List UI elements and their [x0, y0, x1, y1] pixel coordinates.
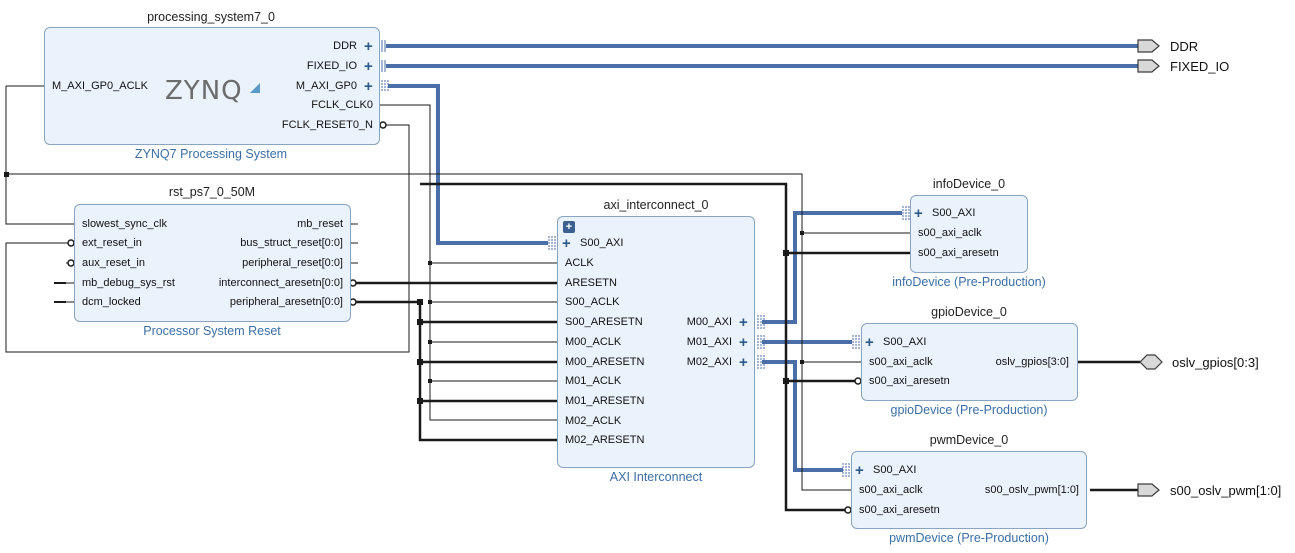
ps7-title: processing_system7_0 — [147, 10, 275, 24]
pwm-pin-s00-axi-aresetn: s00_axi_aresetn — [859, 504, 940, 516]
axi-title: axi_interconnect_0 — [603, 198, 709, 212]
rst-pin-mb-reset: mb_reset — [297, 218, 343, 230]
ps7-expand-fixed-io-icon[interactable]: + — [364, 58, 373, 75]
axi-pin-s00-aclk: S00_ACLK — [565, 296, 620, 308]
net-fclk-reset0-n — [5, 124, 410, 353]
gpio-title: gpioDevice_0 — [931, 305, 1007, 319]
ps7-pin-ddr: DDR — [333, 40, 357, 52]
rst-block[interactable] — [74, 204, 351, 322]
ps7-expand-ddr-icon[interactable]: + — [364, 38, 373, 55]
axi-pin-m00-axi: M00_AXI — [686, 316, 732, 328]
ps7-pin-fclk-clk0: FCLK_CLK0 — [311, 99, 373, 111]
info-block[interactable] — [910, 195, 1028, 273]
ps7-pin-fixed-io: FIXED_IO — [306, 60, 357, 72]
ps7-pin-m-axi-gp0-aclk: M_AXI_GP0_ACLK — [52, 80, 148, 92]
rst-pin-dcm-locked: dcm_locked — [82, 296, 141, 308]
rst-subtitle: Processor System Reset — [143, 324, 281, 338]
bus-m00-axi — [762, 211, 902, 324]
info-title: infoDevice_0 — [932, 177, 1006, 191]
axi-pin-m01-aresetn: M01_ARESETN — [565, 395, 645, 407]
pwm-pin-s00-oslv-pwm: s00_oslv_pwm[1:0] — [984, 484, 1079, 496]
junction-dots — [4, 172, 804, 404]
net-fclk-clk0 — [5, 85, 912, 491]
rst-pin-peripheral-reset: peripheral_reset[0:0] — [242, 257, 343, 269]
pwm-pin-s00-axi: S00_AXI — [873, 464, 917, 476]
axi-m02-plus-icon[interactable]: + — [739, 354, 748, 371]
pwm-pin-s00-axi-aclk: s00_axi_aclk — [859, 484, 923, 496]
axi-s00-plus-icon[interactable]: + — [562, 235, 571, 252]
gpio-pin-s00-axi: S00_AXI — [883, 336, 927, 348]
axi-pin-m02-aresetn: M02_ARESETN — [565, 434, 645, 446]
port-oslv-gpios-label: oslv_gpios[0:3] — [1172, 355, 1259, 370]
rst-pin-bus-struct-reset: bus_struct_reset[0:0] — [240, 237, 343, 249]
pwm-subtitle: pwmDevice (Pre-Production) — [889, 531, 1049, 545]
axi-expand-icon[interactable]: + — [563, 221, 575, 233]
bus-m-axi-gp0 — [388, 84, 548, 245]
gpio-s00-plus-icon[interactable]: + — [865, 334, 874, 351]
port-fixed-io-label: FIXED_IO — [1170, 59, 1230, 74]
gpio-block[interactable] — [861, 323, 1078, 401]
axi-pin-m01-axi: M01_AXI — [686, 336, 732, 348]
axi-block[interactable] — [557, 216, 755, 468]
info-s00-plus-icon[interactable]: + — [914, 205, 923, 222]
rst-pin-peripheral-aresetn: peripheral_aresetn[0:0] — [229, 296, 343, 308]
axi-m00-plus-icon[interactable]: + — [739, 314, 748, 331]
small-dash-pins — [54, 282, 66, 303]
bus-m02-axi — [762, 360, 843, 472]
axi-pin-m00-aresetn: M00_ARESETN — [565, 356, 645, 368]
axi-pin-s00-aresetn: S00_ARESETN — [565, 316, 643, 328]
rst-title: rst_ps7_0_50M — [168, 185, 256, 199]
gpio-pin-oslv-gpios: oslv_gpios[3:0] — [995, 356, 1069, 368]
rst-pin-ext-reset-in: ext_reset_in — [82, 237, 142, 249]
ps7-pin-m-axi-gp0: M_AXI_GP0 — [295, 80, 357, 92]
port-ddr-label: DDR — [1170, 39, 1199, 54]
axi-pin-aclk: ACLK — [565, 257, 594, 269]
axi-pin-m01-aclk: M01_ACLK — [565, 375, 622, 387]
port-oslv-pwm-label: s00_oslv_pwm[1:0] — [1170, 483, 1282, 498]
net-peripheral-aresetn — [355, 182, 912, 512]
ps7-block[interactable]: ZYNQ — [44, 27, 380, 145]
zynq-logo: ZYNQ — [165, 76, 243, 106]
axi-subtitle: AXI Interconnect — [609, 470, 703, 484]
pwm-title: pwmDevice_0 — [929, 433, 1009, 447]
gpio-pin-s00-axi-aresetn: s00_axi_aresetn — [869, 375, 950, 387]
rst-pin-aux-reset-in: aux_reset_in — [82, 257, 145, 269]
external-ports — [1137, 39, 1163, 497]
rst-pin-interconnect-aresetn: interconnect_aresetn[0:0] — [218, 277, 343, 289]
ps7-expand-m-axi-gp0-icon[interactable]: + — [364, 78, 373, 95]
ps7-pin-fclk-reset0-n: FCLK_RESET0_N — [281, 119, 373, 131]
axi-pin-aresetn: ARESETN — [565, 277, 617, 289]
zynq-logo-icon — [250, 83, 260, 93]
inverted-pins — [67, 121, 862, 514]
pwm-s00-plus-icon[interactable]: + — [855, 462, 864, 479]
axi-pin-s00-axi: S00_AXI — [580, 237, 624, 249]
rst-pin-mb-debug-sys-rst: mb_debug_sys_rst — [82, 277, 175, 289]
info-pin-s00-axi-aclk: s00_axi_aclk — [918, 227, 982, 239]
gpio-subtitle: gpioDevice (Pre-Production) — [890, 403, 1048, 417]
rst-pin-slowest-sync-clk: slowest_sync_clk — [82, 218, 167, 230]
gpio-pin-s00-axi-aclk: s00_axi_aclk — [869, 356, 933, 368]
ps7-subtitle: ZYNQ7 Processing System — [134, 147, 288, 161]
bus-connectors — [381, 40, 910, 477]
info-pin-s00-axi-aresetn: s00_axi_aresetn — [918, 247, 999, 259]
axi-pin-m02-aclk: M02_ACLK — [565, 415, 622, 427]
info-subtitle: infoDevice (Pre-Production) — [892, 275, 1046, 289]
axi-pin-m00-aclk: M00_ACLK — [565, 336, 622, 348]
axi-m01-plus-icon[interactable]: + — [739, 334, 748, 351]
axi-pin-m02-axi: M02_AXI — [686, 356, 732, 368]
info-pin-s00-axi: S00_AXI — [932, 207, 976, 219]
pwm-block[interactable] — [851, 451, 1087, 529]
